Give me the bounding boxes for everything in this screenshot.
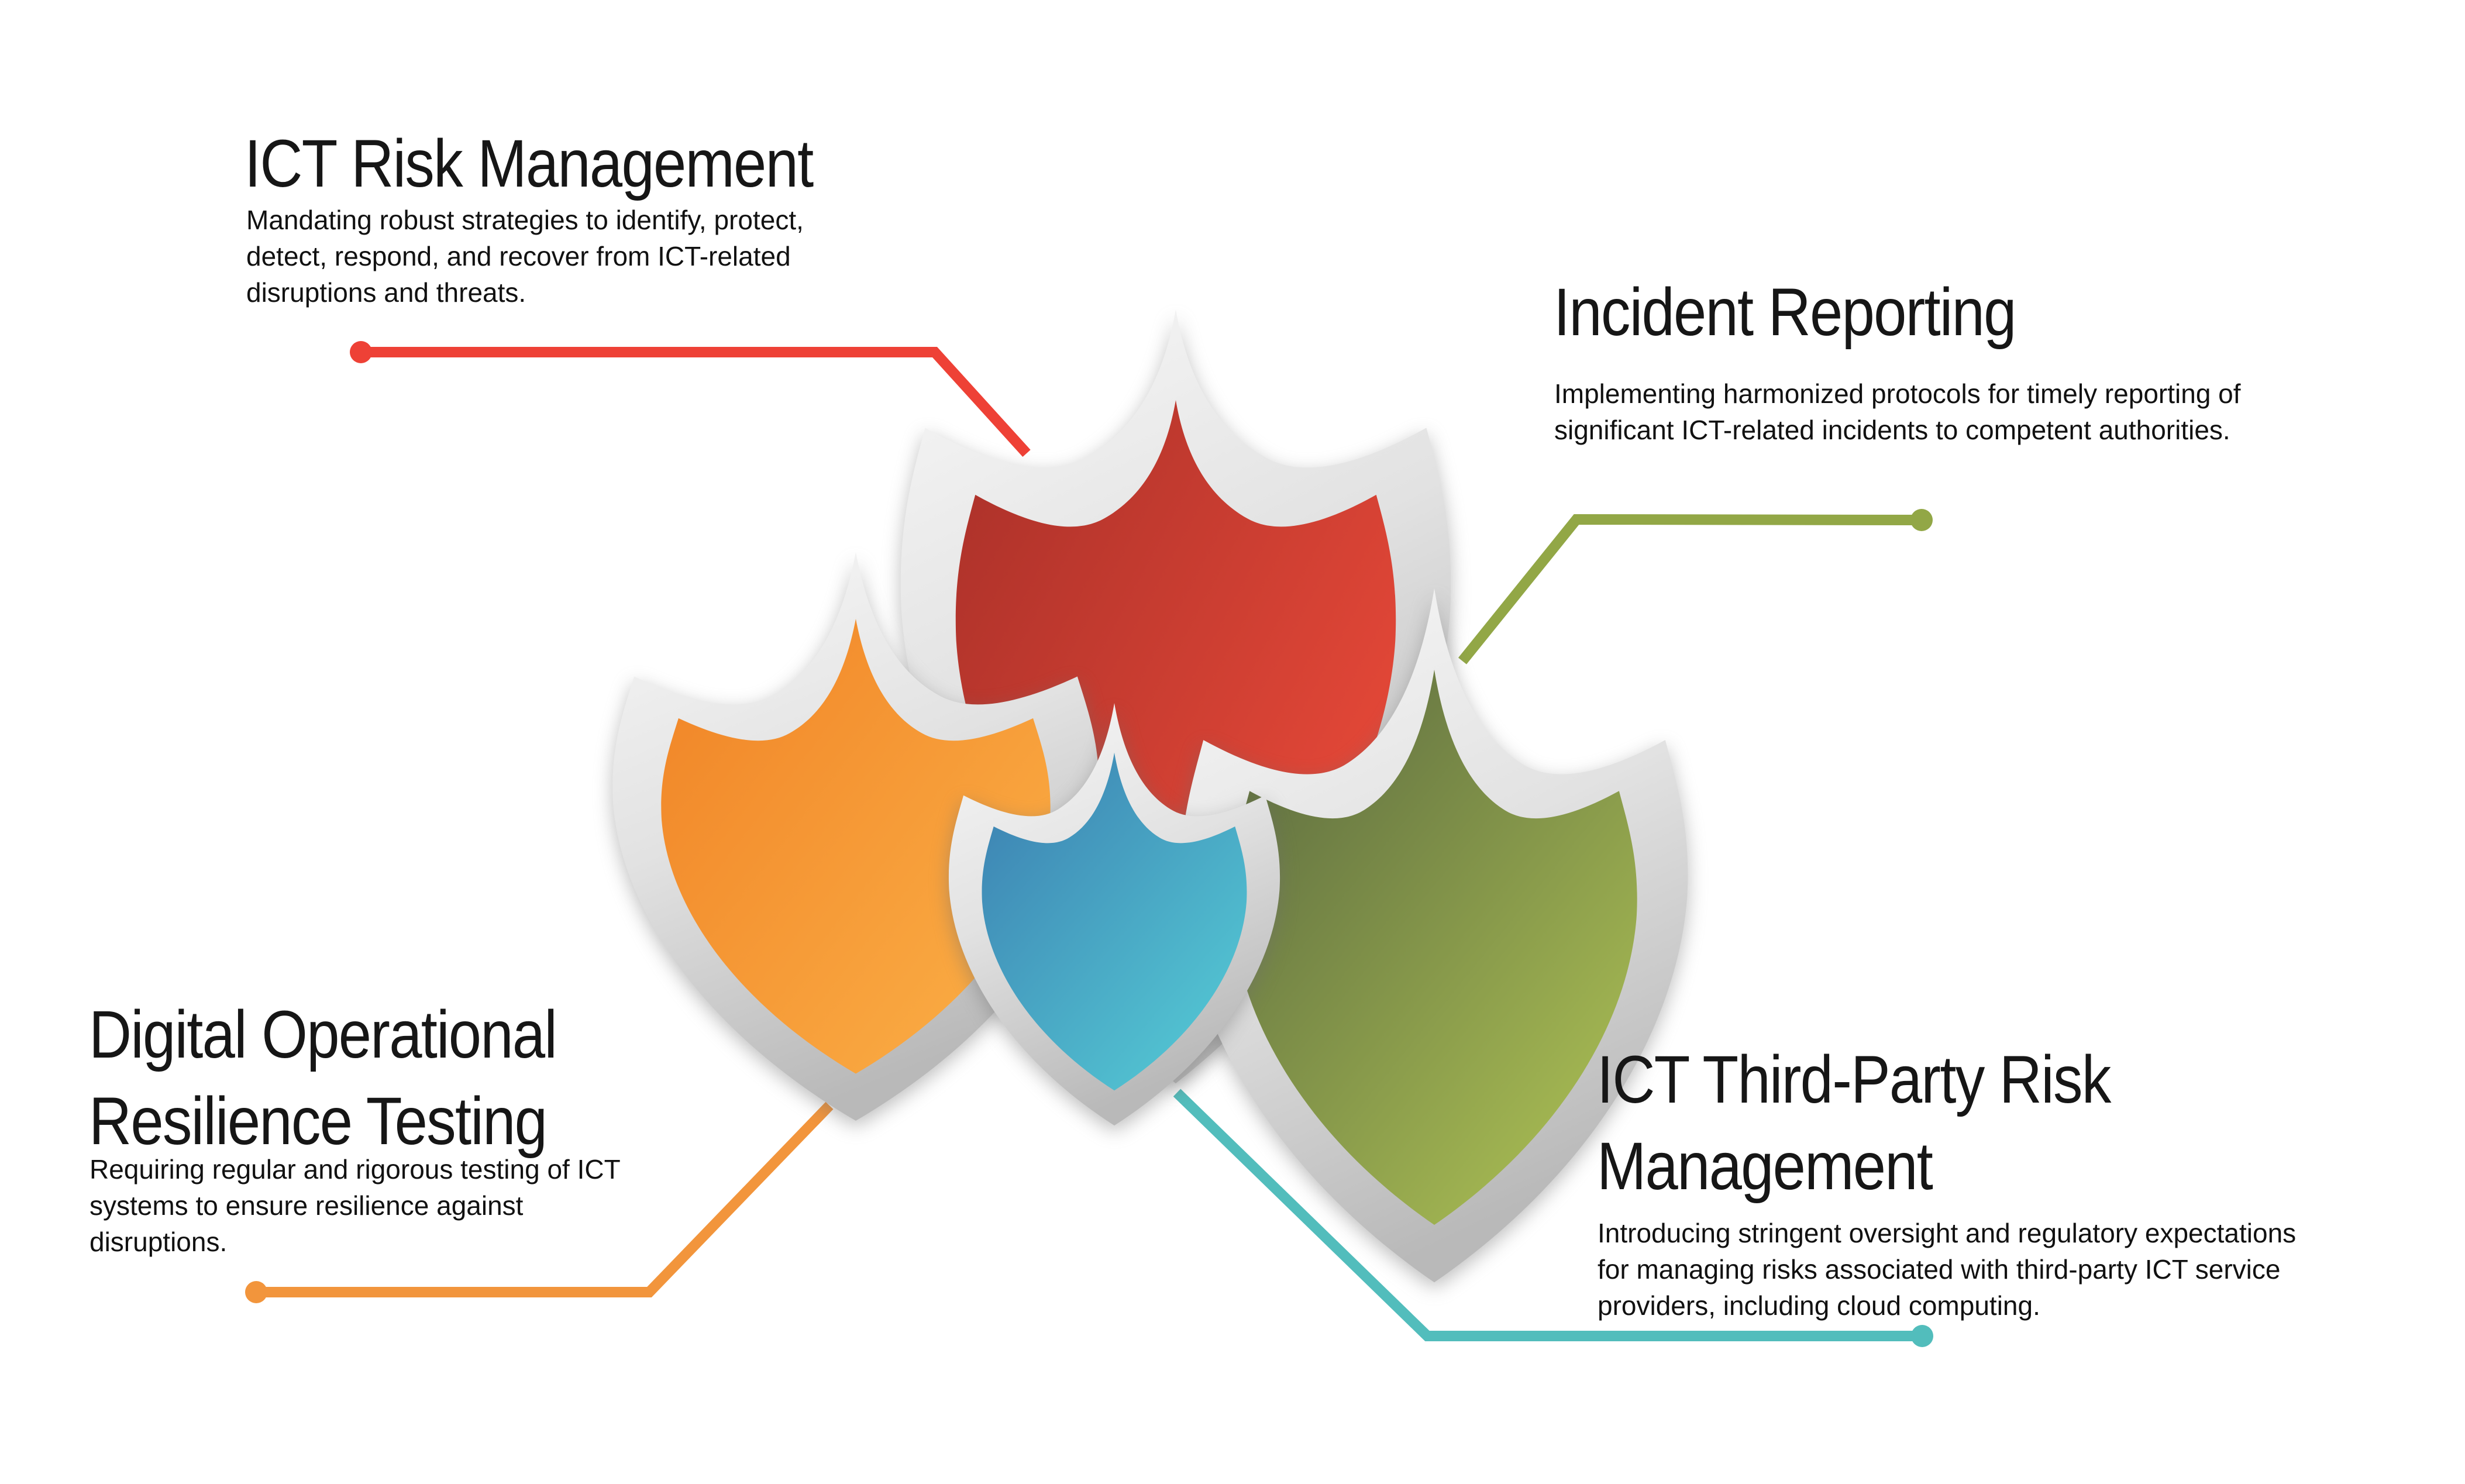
connector-teal (1173, 1089, 1933, 1347)
section-title-ict-risk-management: ICT Risk Management (245, 126, 814, 201)
section-description-ict-risk-management: Mandating robust strategies to identify,… (246, 205, 804, 308)
section-description-digital-operational-resilience-testing: Requiring regular and rigorous testing o… (89, 1154, 621, 1257)
orange-shield-face (661, 618, 1051, 1074)
section-description-ict-third-party-risk-management: Introducing stringent oversight and regu… (1598, 1218, 2297, 1321)
green-shield-icon (1180, 588, 1688, 1283)
blue-shield-face (982, 752, 1247, 1091)
connector-teal-dot (1911, 1325, 1933, 1347)
connector-orange (245, 1101, 834, 1303)
blue-shield-icon (948, 703, 1280, 1126)
connector-orange-dot (245, 1281, 267, 1303)
connector-olive-dot (1910, 509, 1933, 531)
section-title-ict-third-party-risk-management: ICT Third-Party Risk Management (1597, 1042, 2111, 1204)
section-title-digital-operational-resilience-testing: Digital Operational Resilience Testing (89, 997, 557, 1159)
section-title-incident-reporting: Incident Reporting (1554, 275, 2016, 350)
section-description-incident-reporting: Implementing harmonized protocols for ti… (1554, 378, 2241, 445)
connector-olive (1458, 509, 1933, 664)
connector-teal-line (1173, 1089, 1922, 1341)
connector-red-dot (350, 341, 372, 363)
connector-red (350, 341, 1031, 457)
connector-orange-line (256, 1101, 834, 1297)
connector-olive-line (1458, 514, 1922, 664)
connector-red-line (361, 347, 1031, 457)
green-shield-face (1231, 669, 1637, 1225)
